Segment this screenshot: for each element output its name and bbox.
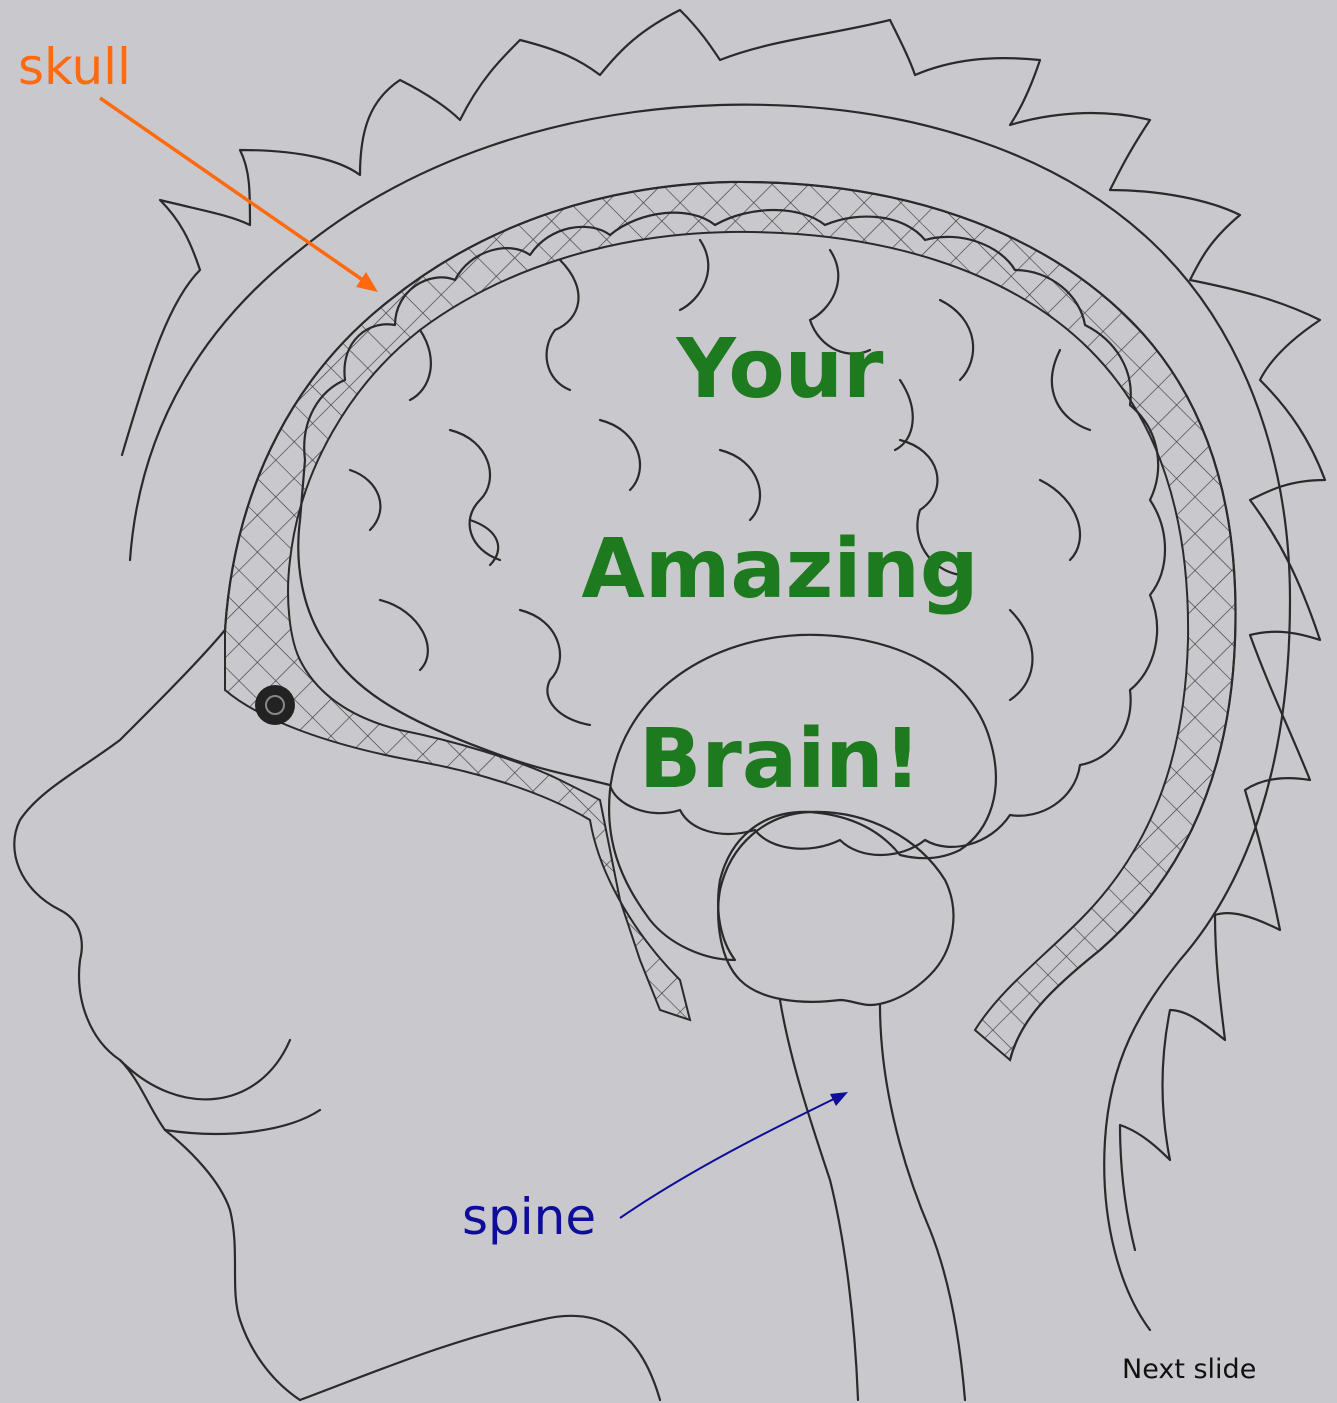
spinal-cord <box>780 1000 858 1400</box>
skull-label: skull <box>18 38 131 96</box>
spinal-cord <box>880 1005 965 1400</box>
skull-arrowhead <box>356 272 378 292</box>
title-line-your: Your <box>640 322 920 417</box>
spine-arrowhead <box>830 1092 848 1106</box>
meninges-mesh <box>225 182 1236 1060</box>
next-slide-link[interactable]: Next slide <box>1122 1354 1256 1385</box>
title-line-amazing: Amazing <box>550 522 1010 617</box>
face-profile <box>14 630 300 1400</box>
spine-arrow <box>620 1096 840 1218</box>
skull-arrow <box>100 98 370 285</box>
eye-icon <box>255 685 295 725</box>
title-line-brain: Brain! <box>600 712 960 807</box>
spine-label: spine <box>462 1188 596 1246</box>
